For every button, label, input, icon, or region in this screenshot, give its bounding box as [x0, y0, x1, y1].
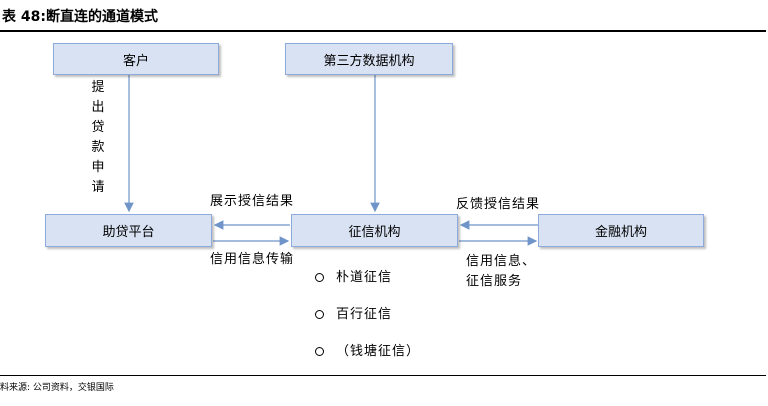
node-customer: 客户 [53, 43, 219, 75]
label-feedback-credit-result: 反馈授信结果 [456, 197, 541, 212]
node-credit-agency: 征信机构 [291, 214, 458, 247]
node-financial-institution: 金融机构 [538, 214, 704, 247]
bullet-circle-icon [315, 310, 324, 319]
bullet-circle-icon [315, 273, 324, 282]
credit-agency-name: 朴道征信 [336, 270, 393, 285]
bottom-rule [0, 375, 766, 376]
credit-agency-name: （钱塘征信） [336, 344, 421, 359]
node-loan-platform: 助贷平台 [45, 214, 212, 247]
node-third-party-data-agency: 第三方数据机构 [285, 43, 453, 75]
bullet-circle-icon [315, 347, 324, 356]
credit-agency-name: 百行征信 [336, 307, 393, 322]
label-loan-application-char: 贷 [91, 120, 105, 135]
source-note: 料来源: 公司资料，交银国际 [0, 383, 114, 393]
label-loan-application-char: 申 [91, 160, 105, 175]
label-loan-application-char: 款 [91, 140, 105, 155]
credit-agency-item: 百行征信 [315, 303, 392, 322]
credit-agency-item: （钱塘征信） [315, 340, 420, 359]
page-title: 表 48:断直连的通道模式 [2, 9, 158, 25]
label-show-credit-result: 展示授信结果 [210, 194, 295, 209]
label-credit-info-line2: 征信服务 [466, 274, 523, 289]
label-loan-application-char: 请 [91, 180, 105, 195]
top-rule [0, 30, 766, 32]
label-credit-info-transfer: 信用信息传输 [210, 252, 295, 267]
label-credit-info-line1: 信用信息、 [466, 254, 537, 269]
label-loan-application-char: 出 [91, 100, 105, 115]
credit-agency-item: 朴道征信 [315, 266, 392, 285]
label-loan-application-char: 提 [91, 80, 105, 95]
